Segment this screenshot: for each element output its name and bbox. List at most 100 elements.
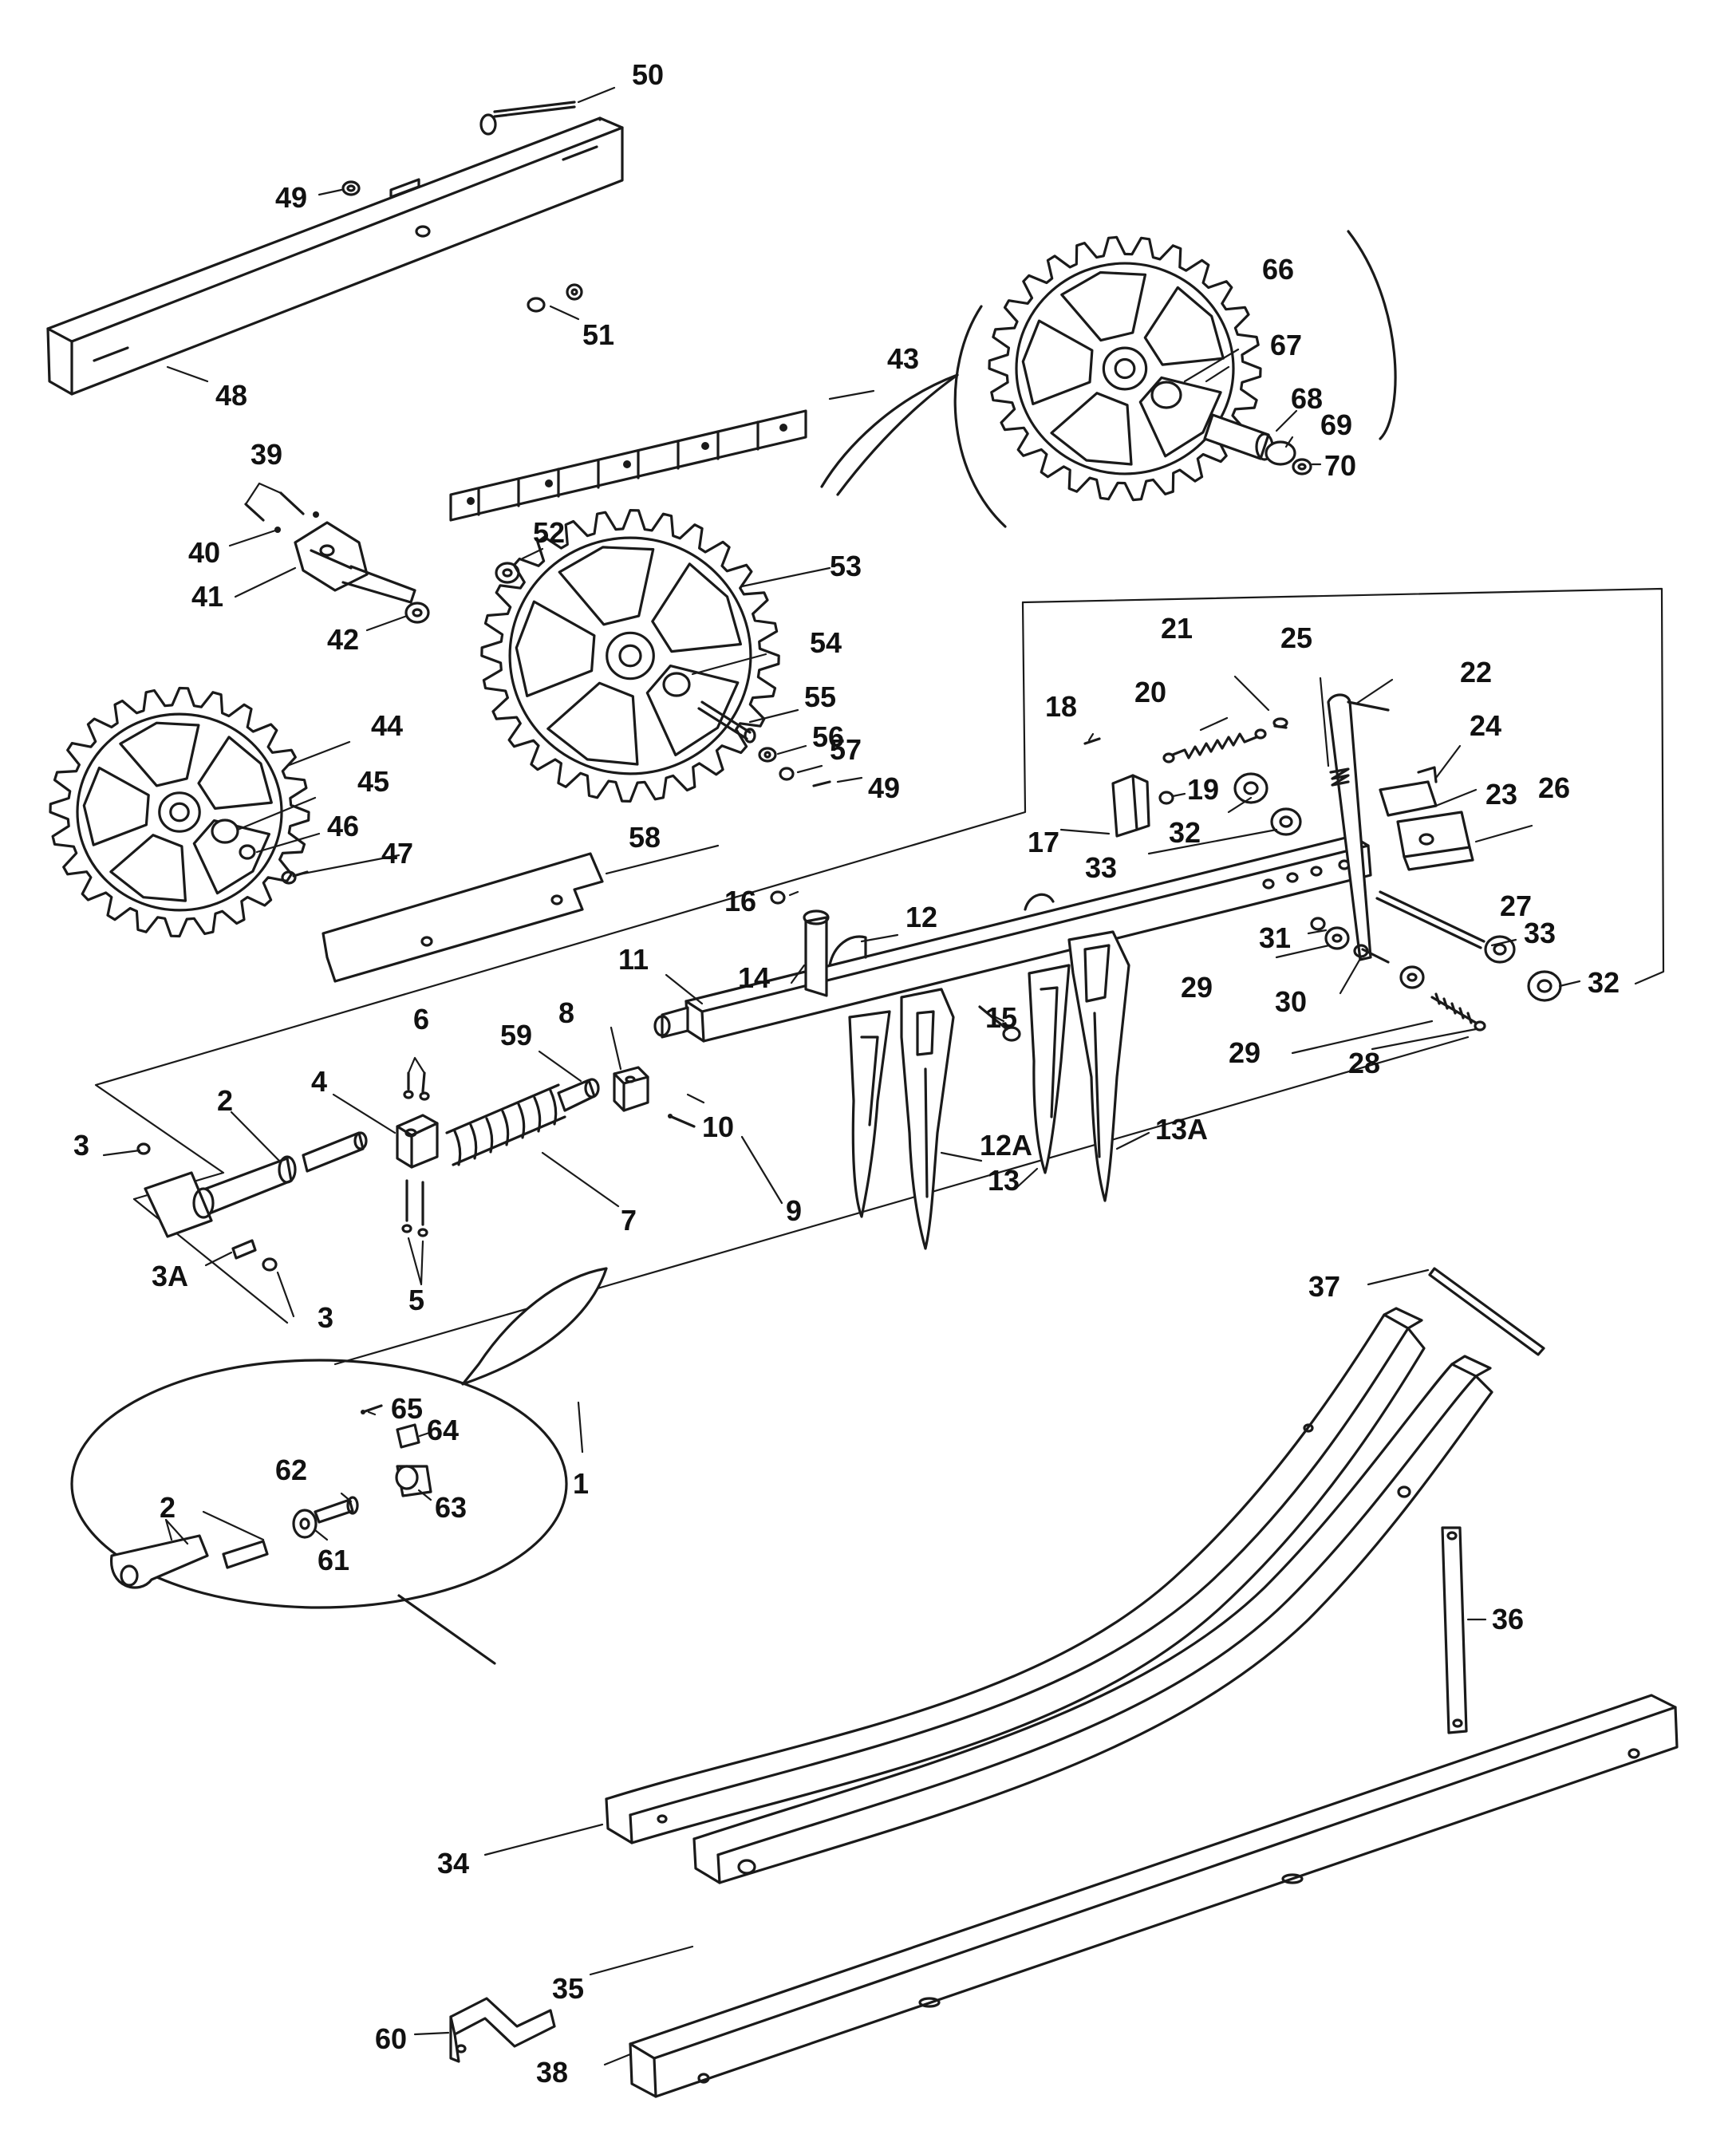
strap-37	[1428, 1267, 1545, 1356]
sprocket-66-spoke-opening	[1021, 319, 1094, 405]
callout-45: 45	[357, 765, 389, 798]
callout-23: 23	[1485, 778, 1517, 811]
clamp-12	[828, 935, 867, 967]
callout-62: 62	[275, 1454, 307, 1486]
spring-28	[1430, 992, 1486, 1032]
sprocket-66-rim	[1015, 262, 1235, 475]
sprocket-53-spoke-opening	[546, 681, 639, 766]
bracket-41	[294, 521, 416, 604]
pins-6	[403, 1071, 430, 1101]
oval-part-63	[395, 1465, 432, 1497]
oval-part-65	[361, 1404, 383, 1414]
callout-33b: 33	[1524, 917, 1556, 949]
callout-41: 41	[191, 580, 223, 613]
hinge-2	[144, 1155, 297, 1238]
nut-3b	[262, 1257, 278, 1272]
callout-21: 21	[1161, 612, 1193, 645]
callout-36: 36	[1492, 1603, 1524, 1635]
callout-3: 3	[73, 1129, 89, 1162]
bolt-15	[978, 1005, 1021, 1042]
nut-3	[136, 1142, 151, 1155]
callout-25: 25	[1280, 621, 1312, 654]
callout-20: 20	[1134, 676, 1166, 708]
nut-33a	[1270, 807, 1302, 836]
plate-24	[1379, 766, 1438, 817]
callout-2: 2	[217, 1084, 233, 1117]
tine-13	[1028, 964, 1071, 1174]
sprocket-66-spoke-opening	[1143, 286, 1225, 366]
sprocket-66-hub	[1102, 346, 1148, 391]
callout-2b: 2	[160, 1491, 176, 1524]
callout-59: 59	[500, 1019, 532, 1051]
callout-43: 43	[887, 342, 919, 375]
nut-31	[1310, 917, 1326, 931]
sprocket-53-spoke-opening	[558, 546, 655, 626]
callout-46: 46	[327, 810, 359, 842]
spring-25	[1329, 767, 1350, 787]
sprocket-44-spoke-opening	[82, 766, 150, 846]
washer-56	[758, 747, 777, 763]
callout-56: 56	[812, 720, 844, 753]
callout-63: 63	[435, 1491, 467, 1524]
callout-12A: 12A	[980, 1129, 1032, 1162]
callout-9: 9	[786, 1194, 802, 1227]
callout-47: 47	[381, 837, 413, 870]
bushing-67	[1150, 381, 1182, 409]
callout-40: 40	[188, 536, 220, 569]
tine-13A	[1067, 930, 1130, 1202]
sprocket-44-hub	[158, 791, 201, 833]
channel-48	[46, 116, 624, 396]
sprocket-53	[480, 509, 780, 803]
callout-65: 65	[391, 1392, 423, 1425]
callout-51: 51	[582, 318, 614, 351]
leader-lines	[102, 86, 1581, 2066]
callout-48: 48	[215, 379, 247, 412]
callout-31: 31	[1259, 921, 1291, 954]
callout-44: 44	[371, 709, 403, 742]
callout-labels: 50 49 51 48 43 66 67 68 69 70 39 40 41 4…	[73, 58, 1620, 2089]
end-fitting-10	[653, 1006, 689, 1039]
callout-60: 60	[375, 2022, 407, 2055]
callout-4: 4	[311, 1065, 327, 1098]
callout-30: 30	[1275, 985, 1307, 1018]
sprocket-66	[988, 235, 1262, 502]
callout-54: 54	[810, 626, 842, 659]
callout-58: 58	[629, 821, 661, 854]
sprocket-44-spoke-opening	[119, 721, 200, 787]
callout-64: 64	[427, 1414, 459, 1446]
tine-left	[848, 1010, 891, 1218]
callout-3A: 3A	[152, 1260, 188, 1292]
callout-39: 39	[251, 438, 282, 471]
sprocket-66-bore	[1114, 357, 1136, 380]
callout-55: 55	[804, 681, 836, 713]
callout-57: 57	[830, 733, 862, 766]
bar-11	[685, 834, 1372, 1043]
pin-40b	[313, 511, 319, 518]
sprocket-53-spoke-opening	[515, 600, 596, 697]
callout-33: 33	[1085, 851, 1117, 884]
oval-part-64	[396, 1423, 420, 1449]
washer-42	[404, 602, 430, 624]
callout-27: 27	[1500, 890, 1532, 922]
callout-15: 15	[985, 1001, 1017, 1034]
callout-61: 61	[318, 1544, 349, 1576]
nut-49	[341, 180, 361, 196]
sprocket-53-spoke-opening	[645, 665, 740, 756]
callout-32: 32	[1169, 816, 1201, 849]
callout-18: 18	[1045, 690, 1077, 723]
washer-29a	[1324, 926, 1350, 950]
pins-39	[244, 491, 305, 522]
callout-22: 22	[1460, 656, 1492, 688]
callout-53: 53	[830, 550, 862, 582]
rod-59	[557, 1078, 600, 1112]
oval-part-62	[314, 1496, 359, 1524]
callout-1: 1	[573, 1467, 589, 1500]
bushing-54	[662, 672, 691, 697]
spring-7	[445, 1083, 566, 1166]
detail-circle-66	[820, 230, 1397, 528]
tine-12A	[900, 988, 955, 1250]
bracket-17	[1111, 774, 1150, 838]
bolts-5	[401, 1179, 428, 1237]
callout-11: 11	[618, 943, 649, 976]
